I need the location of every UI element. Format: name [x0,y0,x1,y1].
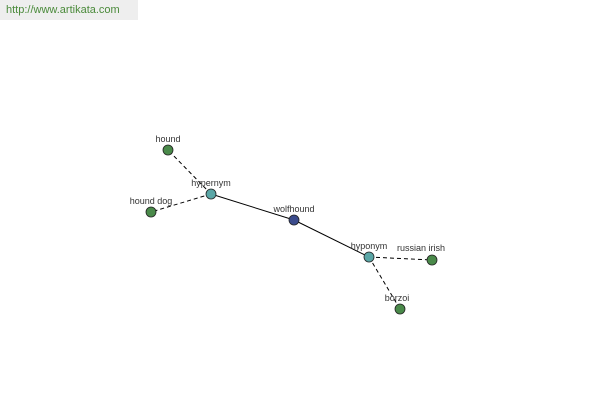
node-label[interactable]: borzoi [385,293,410,303]
node-marker[interactable] [394,303,406,315]
node-hyponym[interactable]: hyponym [351,241,388,263]
edge-hypernym-wolfhound [210,193,295,221]
node-borzoi[interactable]: borzoi [385,293,410,315]
node-label[interactable]: hypernym [191,178,231,188]
node-label[interactable]: hyponym [351,241,388,251]
node-marker[interactable] [363,251,375,263]
source-url[interactable]: http://www.artikata.com [0,0,138,20]
edge-hyponym-russian_irish [368,256,433,261]
node-label[interactable]: hound [155,134,180,144]
edges-layer [150,149,433,310]
edge-hyponym-borzoi [368,256,401,310]
edge-hypernym-hound_dog [150,193,212,213]
node-hound[interactable]: hound [155,134,181,156]
node-marker[interactable] [205,188,217,200]
node-label[interactable]: wolfhound [272,204,314,214]
nodes-layer: wolfhound hypernym hyponym hound hound dog ru… [130,134,445,315]
node-marker[interactable] [288,214,300,226]
edge-wolfhound-hyponym [293,219,370,258]
node-hound-dog[interactable]: hound dog [130,196,173,218]
node-label[interactable]: hound dog [130,196,173,206]
node-marker[interactable] [162,144,174,156]
node-marker[interactable] [426,254,438,266]
node-marker[interactable] [145,206,157,218]
node-wolfhound[interactable]: wolfhound [272,204,315,226]
node-russian-irish[interactable]: russian irish [397,243,445,266]
node-hypernym[interactable]: hypernym [191,178,231,200]
edge-hypernym-hound [167,149,212,195]
node-label[interactable]: russian irish [397,243,445,253]
